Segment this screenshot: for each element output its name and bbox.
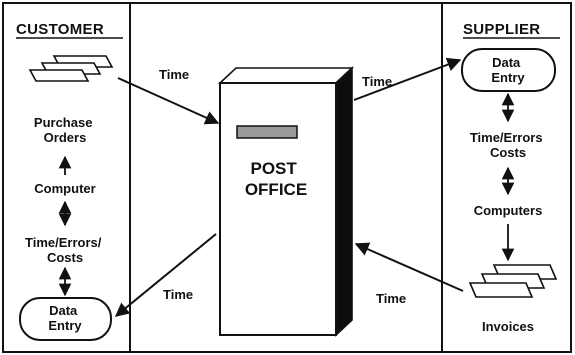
supplier-data-entry-label: Data Entry [491, 55, 525, 85]
customer-time-errors-costs-label: Time/Errors/ Costs [25, 235, 105, 265]
invoices-document-stack-icon [470, 265, 556, 297]
customer-header: CUSTOMER [16, 21, 104, 38]
customer-to-post-time-label: Time [159, 67, 189, 82]
post-to-supplier-time-label: Time [362, 74, 392, 89]
customer-column: CUSTOMER Purchase Orders Computer Time/E… [16, 21, 123, 340]
post-office-box-icon [220, 68, 352, 335]
supplier-to-post-time-label: Time [376, 291, 406, 306]
customer-to-post-office-arrow-icon [118, 78, 218, 123]
purchase-orders-document-stack-icon [30, 56, 112, 81]
purchase-orders-label: Purchase Orders [34, 115, 96, 145]
customer-data-entry-label: Data Entry [48, 303, 82, 333]
supplier-column: SUPPLIER Data Entry Time/Errors Costs Co… [462, 21, 560, 334]
invoices-label: Invoices [482, 319, 534, 334]
supplier-header: SUPPLIER [463, 21, 540, 38]
supplier-computers-label: Computers [474, 203, 543, 218]
mail-slot [237, 126, 297, 138]
supplier-to-post-office-arrow-icon [356, 244, 463, 291]
supplier-time-errors-costs-label: Time/Errors Costs [470, 130, 546, 160]
customer-computer-label: Computer [34, 181, 95, 196]
post-to-customer-time-label: Time [163, 287, 193, 302]
